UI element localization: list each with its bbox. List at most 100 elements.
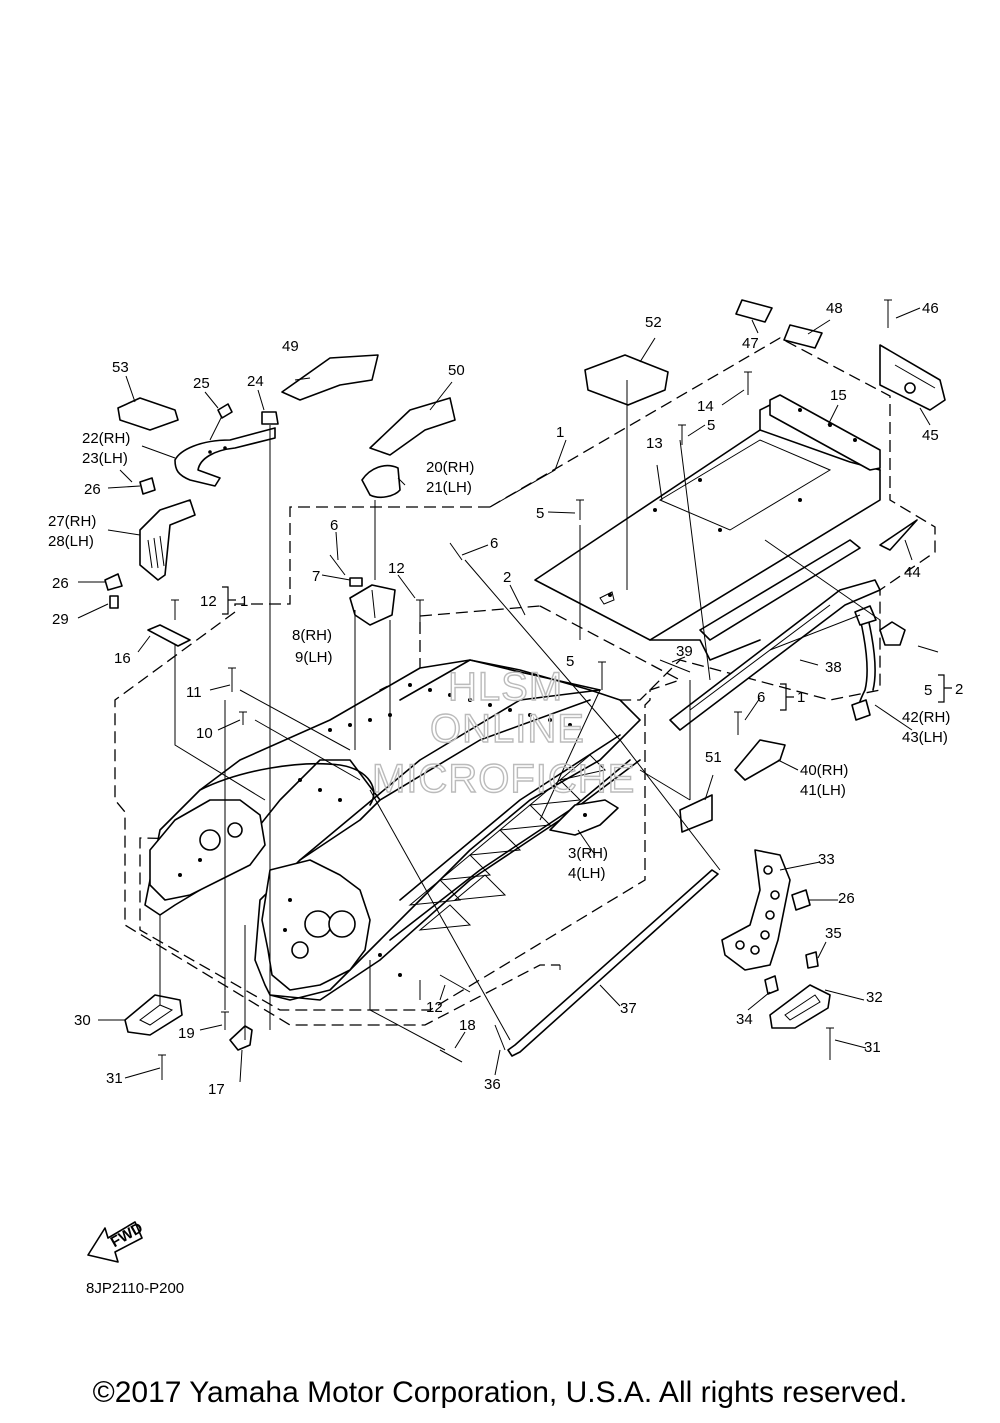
callout-16: 16 <box>114 650 131 667</box>
bracket-label-1a: 1 <box>240 593 248 610</box>
callout-40: 40(RH) <box>800 762 848 779</box>
callout-26a: 26 <box>84 481 101 498</box>
callout-47: 47 <box>742 335 759 352</box>
callout-24: 24 <box>247 373 264 390</box>
group-brackets <box>222 586 952 711</box>
callout-33: 33 <box>818 851 835 868</box>
callout-6a: 6 <box>330 517 338 534</box>
part-37-bar <box>507 869 719 1057</box>
fwd-arrow-icon: FWD <box>87 1219 146 1263</box>
part-40-bracket <box>734 739 786 781</box>
callout-7: 7 <box>312 568 320 585</box>
callout-2: 2 <box>503 569 511 586</box>
part-7-nut <box>349 577 363 587</box>
callout-28: 28(LH) <box>48 533 94 550</box>
watermark-line-1: HLSM <box>448 665 563 709</box>
assembly-outline-1 <box>114 337 936 1026</box>
callout-1: 1 <box>556 424 564 441</box>
leader-lines <box>77 307 931 1083</box>
running-board-33 <box>721 849 791 971</box>
callout-51: 51 <box>705 749 722 766</box>
callout-36: 36 <box>484 1076 501 1093</box>
callout-12c: 12 <box>426 999 443 1016</box>
callout-14: 14 <box>697 398 714 415</box>
callout-48: 48 <box>826 300 843 317</box>
callout-6b: 6 <box>490 535 498 552</box>
callout-37: 37 <box>620 1000 637 1017</box>
part-30-cup <box>124 994 183 1036</box>
callout-42: 42(RH) <box>902 709 950 726</box>
callout-25: 25 <box>193 375 210 392</box>
callout-labels: 1 2 3(RH) 4(LH) 5 5 5 5 6 6 6 7 8(RH) 9(… <box>48 300 963 1098</box>
callout-15: 15 <box>830 387 847 404</box>
watermark-line-2: ONLINE <box>430 707 585 751</box>
part-17-bracket <box>229 1025 253 1051</box>
callout-17: 17 <box>208 1081 225 1098</box>
callout-43: 43(LH) <box>902 729 948 746</box>
callout-32: 32 <box>866 989 883 1006</box>
part-26-nut-right <box>791 889 811 911</box>
callout-29: 29 <box>52 611 69 628</box>
callout-11: 11 <box>186 684 202 701</box>
callout-5c: 5 <box>566 653 574 670</box>
part-44-flap <box>879 519 918 551</box>
watermark: HLSM ONLINE MICROFICHE <box>371 664 635 801</box>
rivets <box>158 299 939 1080</box>
copyright-notice: ©2017 Yamaha Motor Corporation, U.S.A. A… <box>92 1376 908 1409</box>
callout-52: 52 <box>645 314 662 331</box>
callout-5d: 5 <box>924 682 932 699</box>
callout-5a: 5 <box>536 505 544 522</box>
callout-5b: 5 <box>707 417 715 434</box>
callout-4: 4(LH) <box>568 865 606 882</box>
callout-8: 8(RH) <box>292 627 332 644</box>
part-29-bolt <box>109 595 119 609</box>
part-51-block <box>679 794 713 833</box>
callout-12a: 12 <box>200 593 217 610</box>
cover-53 <box>117 397 179 431</box>
part-25-bolt <box>217 403 233 419</box>
callout-12b: 12 <box>388 560 405 577</box>
strap-clip <box>879 621 906 646</box>
part-16-plate <box>147 624 191 647</box>
callout-10: 10 <box>196 725 213 742</box>
part-26-nut-top <box>139 477 156 495</box>
callout-21: 21(LH) <box>426 479 472 496</box>
callout-26b: 26 <box>52 575 69 592</box>
decal-47 <box>735 299 773 323</box>
callout-9: 9(LH) <box>295 649 333 666</box>
part-20-boot <box>361 464 401 498</box>
callout-3: 3(RH) <box>568 845 608 862</box>
decal-49 <box>281 354 379 401</box>
rear-deck-panel <box>534 399 881 661</box>
callout-34: 34 <box>736 1011 753 1028</box>
callout-22: 22(RH) <box>82 430 130 447</box>
side-rail-top <box>699 539 861 641</box>
callout-38: 38 <box>825 659 842 676</box>
part-45-rear-cap <box>879 344 946 411</box>
callout-41: 41(LH) <box>800 782 846 799</box>
callout-31a: 31 <box>106 1070 123 1087</box>
callout-35: 35 <box>825 925 842 942</box>
part-24-nut <box>261 411 279 425</box>
callout-27: 27(RH) <box>48 513 96 530</box>
snow-flap-strap <box>851 605 877 721</box>
decal-50 <box>369 397 456 456</box>
part-3-bracket <box>549 799 619 836</box>
watermark-line-3: MICROFICHE <box>372 757 635 801</box>
callout-53: 53 <box>112 359 129 376</box>
bumper-bracket-22 <box>174 427 276 487</box>
bracket-label-1b: 1 <box>797 689 805 706</box>
truss-cutouts <box>408 754 606 931</box>
callout-44: 44 <box>904 564 921 581</box>
callout-45: 45 <box>922 427 939 444</box>
bracket-8 <box>349 584 396 626</box>
callout-23: 23(LH) <box>82 450 128 467</box>
callout-30: 30 <box>74 1012 91 1029</box>
callout-39: 39 <box>676 643 693 660</box>
reference-code: 8JP2110-P200 <box>86 1280 185 1297</box>
side-rail-38 <box>669 579 881 731</box>
callout-49: 49 <box>282 338 299 355</box>
callout-18: 18 <box>459 1017 476 1034</box>
part-35-bolt <box>805 951 819 969</box>
